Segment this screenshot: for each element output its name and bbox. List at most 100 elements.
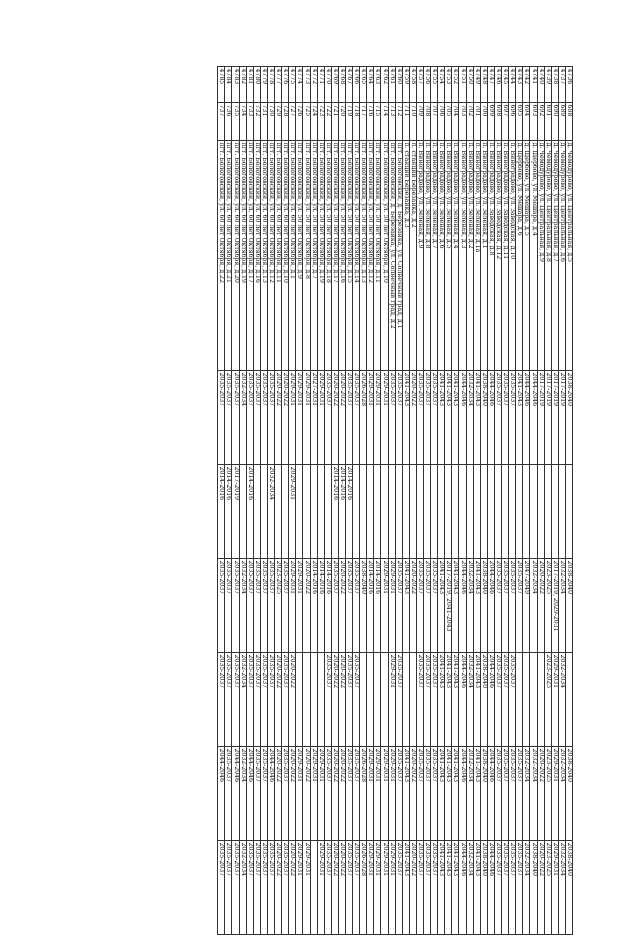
table-cell: п. Виноградово, ул. Зеленая, д.4 xyxy=(451,140,459,371)
table-cell: 2038-2040 xyxy=(565,746,573,841)
table-cell: 2020-2022 xyxy=(302,746,311,841)
table-cell: 2029-2031 xyxy=(288,558,296,653)
table-cell: 2035-2037 xyxy=(253,558,261,653)
table-cell: 4769 xyxy=(331,66,339,103)
table-cell: 2023-2025 xyxy=(544,746,552,841)
table-cell: 2041-2043 xyxy=(444,370,452,465)
table-cell: 698 xyxy=(494,102,502,141)
table-cell: 2035-2037 xyxy=(395,652,403,747)
table-cell: 2035-2037 xyxy=(508,558,516,653)
table-cell: 2035-2037 xyxy=(416,370,424,465)
table-cell: 2020-2022 xyxy=(331,840,339,935)
table-cell: 2035-2037 xyxy=(267,652,275,747)
table-cell: д. Чемодурово, ул. Центральная, д.8 xyxy=(544,140,552,371)
table-cell: д. Чемодурово, ул. Центральная, д.9 xyxy=(537,140,545,371)
table-cell: 2035-2037 xyxy=(246,370,254,465)
table-cell: 2041-2043 xyxy=(444,652,452,747)
table-cell: пгт. Бологовский, ул. 60 лет Октября, д.… xyxy=(260,140,268,371)
table-cell: 2029-2031 xyxy=(388,746,396,841)
table-cell: 2038-2040 xyxy=(565,370,573,465)
table-cell: 2020-2022 xyxy=(409,840,417,935)
table-cell: 2035-2037 xyxy=(430,840,438,935)
table-cell: п. Виноградово, ул. Зеленая, д.8 xyxy=(423,140,431,371)
table-cell: 4765 xyxy=(359,66,367,103)
table-cell: 2035-2037 xyxy=(217,840,225,935)
table-cell: 2038-2040 xyxy=(480,370,488,465)
table-cell xyxy=(281,464,289,559)
table-cell: 722 xyxy=(324,102,332,141)
table-cell xyxy=(466,464,474,559)
table-cell: 2044-2046 xyxy=(459,370,467,465)
table-cell: 2020-2022 xyxy=(288,746,296,841)
table-cell: 2041-2043 xyxy=(451,558,459,653)
table-cell: 2038-2040 xyxy=(565,840,573,935)
table-cell: пгт. Бологовский, ул. 60 лет Октября, д.… xyxy=(281,140,289,371)
table-cell xyxy=(380,652,389,747)
table-cell: 2044-2046 xyxy=(267,746,275,841)
table-cell: 2029-2031 xyxy=(373,370,381,465)
table-cell: 2035-2037 xyxy=(281,652,289,747)
table-cell: 2017-2019, 2029-2031 xyxy=(551,558,559,653)
table-cell: 2020-2022 xyxy=(331,652,339,747)
table-cell: 2035-2037 xyxy=(494,840,502,935)
table-cell: 2035-2037 xyxy=(345,370,353,465)
table-cell: 2041-2043 xyxy=(444,840,452,935)
table-cell: 4773 xyxy=(302,66,311,103)
table-cell: 2035-2037 xyxy=(253,652,261,747)
table-cell: 712 xyxy=(395,102,403,141)
table-cell: 4784 xyxy=(224,66,232,103)
table-cell: п. Виноградово, ул. Зеленая, д.6 xyxy=(437,140,445,371)
table-cell xyxy=(416,464,424,559)
table-cell: 2035-2037 xyxy=(494,370,502,465)
table-cell: 730 xyxy=(267,102,275,141)
table-cell: 2038-2040 xyxy=(359,558,367,653)
table-cell: 4774 xyxy=(295,66,303,103)
table-cell: 2020-2022 xyxy=(274,840,282,935)
table-cell xyxy=(537,464,545,559)
table-cell: 2035-2037 xyxy=(224,370,232,465)
table-cell xyxy=(302,652,311,747)
table-cell: 2035-2037 xyxy=(508,652,516,747)
table-cell: пгт. Бологовский, ул. 60 лет Октября, д.… xyxy=(239,140,247,371)
table-cell: 2035-2037 xyxy=(352,840,360,935)
table-cell: 2020-2022 xyxy=(409,370,417,465)
table-cell: 4742 xyxy=(522,66,530,103)
table-cell: п. станции Березайка, д.2 xyxy=(409,140,417,371)
table-cell: д. Щербово, ул. Мешара, д.5 xyxy=(522,140,530,371)
table-cell: 2041-2043 xyxy=(437,370,445,465)
table-cell: 2044-2046 xyxy=(459,558,467,653)
table-cell xyxy=(395,464,403,559)
table-cell: 2032-2034 xyxy=(558,840,566,935)
table-cell: 2041-2043 xyxy=(402,558,410,653)
table-cell: 2035-2037 xyxy=(494,558,502,653)
table-cell: 718 xyxy=(352,102,360,141)
table-cell: д. Чемодурово, ул. Центральная, д.5 xyxy=(565,140,573,371)
table-cell: п. Виноградово, ул. Заводская, д.12 xyxy=(494,140,502,371)
table-cell: 2044-2046 xyxy=(232,746,240,841)
table-cell: 4740 xyxy=(537,66,545,103)
table-cell: 4761 xyxy=(388,66,396,103)
table-cell: 693 xyxy=(529,102,538,141)
table-cell: 2044-2046 xyxy=(529,370,538,465)
table-cell: 2035-2037 xyxy=(430,652,438,747)
table-cell: 4785 xyxy=(217,66,225,103)
table-cell: 2035-2037 xyxy=(260,746,268,841)
table-cell: 2041-2043 xyxy=(402,370,410,465)
table-cell: 2035-2037 xyxy=(416,746,424,841)
table-cell: 688 xyxy=(565,102,573,141)
table-cell: 2020-2022 xyxy=(537,558,545,653)
table-cell: 2044-2046 xyxy=(487,746,495,841)
table-cell: 4759 xyxy=(402,66,410,103)
table-cell: 4767 xyxy=(345,66,353,103)
table-cell: 4762 xyxy=(380,66,389,103)
table-cell: 2032-2034 xyxy=(239,840,247,935)
table-cell: 2038-2040 xyxy=(529,840,538,935)
table-cell: 2032-2034 xyxy=(466,370,474,465)
table-cell: 689 xyxy=(558,102,566,141)
